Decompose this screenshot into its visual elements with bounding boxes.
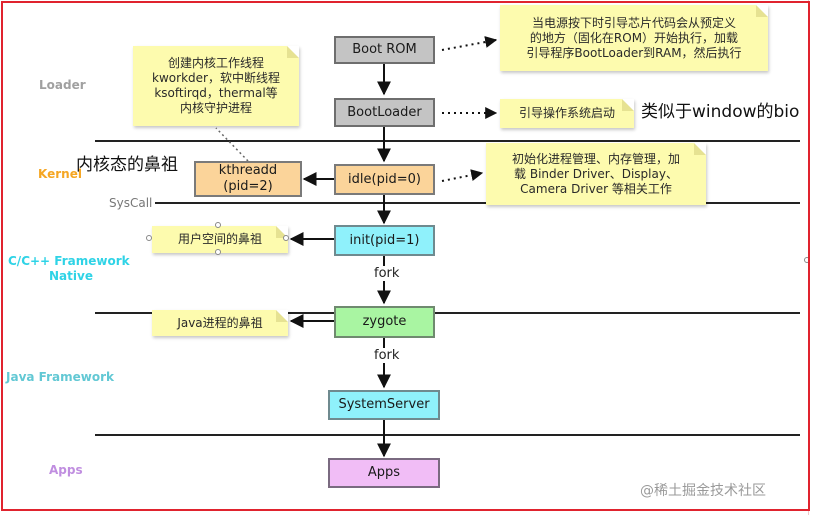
note-boot-rom-line3: 引导程序BootLoader到RAM，然后执行 <box>526 45 742 60</box>
note-kernel-threads-line1: 创建内核工作线程 <box>167 56 264 70</box>
node-idle: idle(pid=0) <box>334 164 435 195</box>
layer-label-kernel: Kernel <box>38 167 82 181</box>
annotation-bios-hint: 类似于window的bio <box>641 102 800 122</box>
note-kernel-threads-line4: 内核守护进程 <box>179 101 252 115</box>
node-boot-rom: Boot ROM <box>334 36 435 64</box>
note-boot-rom: 当电源按下时引导芯片代码会从预定义 的地方（固化在ROM）开始执行，加载 引导程… <box>500 5 768 71</box>
note-kernel-threads: 创建内核工作线程 kworkder，软中断线程 ksoftirqd，therma… <box>133 46 299 126</box>
node-init: init(pid=1) <box>334 225 435 256</box>
selection-handle-top <box>215 222 221 228</box>
note-idle-line3: Camera Driver 等相关工作 <box>520 181 672 196</box>
right-guide-line <box>808 0 809 515</box>
note-bootloader-line1: 引导操作系统启动 <box>518 106 615 120</box>
layer-label-loader: Loader <box>39 78 86 92</box>
note-boot-rom-line1: 当电源按下时引导芯片代码会从预定义 <box>531 15 736 30</box>
note-idle-line1: 初始化进程管理、内存管理，加 <box>511 151 680 166</box>
note-kernel-threads-line2: kworkder，软中断线程 <box>152 71 280 85</box>
layer-label-apps: Apps <box>49 463 83 477</box>
watermark: @稀土掘金技术社区 <box>640 483 766 499</box>
selection-handle-right <box>283 235 289 241</box>
edge-handle-right <box>804 257 810 263</box>
note-bootloader: 引导操作系统启动 <box>500 99 634 128</box>
annotation-kernel-ancestor: 内核态的鼻祖 <box>76 155 178 175</box>
edge-label-fork-zygote-systemserver: fork <box>372 348 402 363</box>
note-idle-line2: 载 Binder Driver、Display、 <box>514 166 678 181</box>
layer-label-native-line2: Native <box>49 269 93 283</box>
node-zygote: zygote <box>334 306 435 338</box>
note-kernel-threads-line3: ksoftirqd，thermal等 <box>154 86 278 100</box>
dotted-idle-to-note <box>441 169 484 182</box>
layer-label-syscall: SysCall <box>107 196 155 210</box>
node-apps-label: Apps <box>367 465 401 480</box>
node-kthreadd-label-line2: (pid=2) <box>223 179 273 194</box>
node-boot-rom-label: Boot ROM <box>352 42 417 57</box>
selection-handle-left <box>146 235 152 241</box>
node-init-label: init(pid=1) <box>349 232 420 248</box>
note-boot-rom-line2: 的地方（固化在ROM）开始执行，加载 <box>529 30 739 45</box>
note-zygote: Java进程的鼻祖 <box>152 310 288 336</box>
node-bootloader-label: BootLoader <box>347 104 422 120</box>
note-init-line1: 用户空间的鼻祖 <box>177 232 262 246</box>
edge-label-fork-init-zygote: fork <box>372 266 402 281</box>
node-bootloader: BootLoader <box>334 98 435 127</box>
node-system-server-label: SystemServer <box>338 397 430 412</box>
node-kthreadd-label-line1: kthreadd <box>218 163 278 178</box>
note-init: 用户空间的鼻祖 <box>152 226 288 253</box>
node-zygote-label: zygote <box>362 314 407 329</box>
note-idle: 初始化进程管理、内存管理，加 载 Binder Driver、Display、 … <box>486 143 706 205</box>
node-system-server: SystemServer <box>328 390 440 420</box>
layer-label-native-line1: C/C++ Framework <box>8 254 130 268</box>
selection-handle-bottom <box>215 249 221 255</box>
layer-label-java-framework: Java Framework <box>6 370 114 384</box>
node-apps: Apps <box>328 458 440 488</box>
node-kthreadd: kthreadd (pid=2) <box>194 161 302 197</box>
note-zygote-line1: Java进程的鼻祖 <box>177 315 263 330</box>
node-idle-label: idle(pid=0) <box>348 171 421 187</box>
